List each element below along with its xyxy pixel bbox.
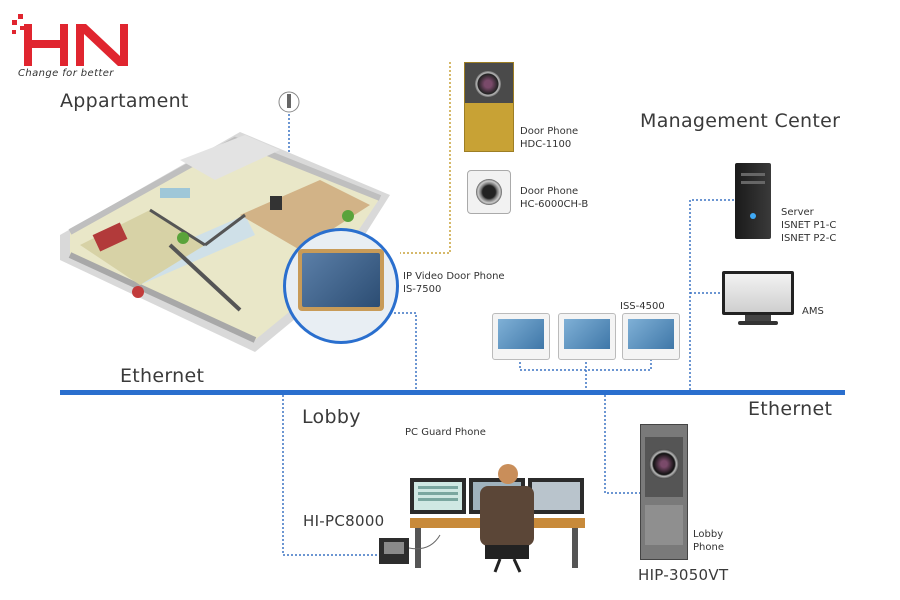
ethernet-label-right: Ethernet	[748, 398, 833, 420]
iss-panel-2	[558, 313, 616, 360]
lobby-phone-name2: Phone	[693, 542, 724, 553]
indoor-model: IS-7500	[403, 284, 442, 295]
monitor-icon	[722, 271, 794, 327]
lobby-phone-label: Lobby Phone	[693, 528, 724, 554]
iss-panel-1	[492, 313, 550, 360]
hi-pc-label: HI-PC8000	[303, 512, 385, 530]
indoor-name: IP Video Door Phone	[403, 271, 505, 282]
door-phone-hc6000	[467, 170, 511, 214]
camera-lens-icon	[649, 449, 679, 479]
server-model-1: ISNET P1-C	[781, 220, 837, 231]
logo: Change for better	[8, 6, 148, 84]
indoor-label: IP Video Door Phone IS-7500	[403, 270, 505, 296]
lobby-phone-link	[604, 395, 640, 494]
pc-guard-link	[282, 395, 378, 556]
management-link	[689, 199, 735, 390]
apartment-title: Appartament	[60, 90, 189, 112]
door-phone-1-label: Door Phone HDC-1100	[520, 125, 578, 151]
indoor-panel-zoom	[283, 228, 399, 344]
ethernet-bus	[60, 390, 845, 395]
iss-panel-3	[622, 313, 680, 360]
ams-label: AMS	[802, 306, 824, 317]
server-name: Server	[781, 207, 814, 218]
logo-tagline: Change for better	[18, 68, 114, 79]
server-tower-icon	[735, 163, 771, 239]
ethernet-label-left: Ethernet	[120, 365, 205, 387]
antenna-icon	[278, 91, 300, 113]
lobby-title: Lobby	[302, 406, 361, 428]
camera-lens-icon	[475, 71, 501, 97]
hn-logo-mark	[12, 14, 128, 66]
door-phone-2-model: HC-6000CH-B	[520, 199, 589, 210]
camera-lens-icon	[476, 179, 502, 205]
door-phone-link	[400, 62, 451, 254]
lobby-phone-name: Lobby	[693, 529, 724, 540]
management-title: Management Center	[640, 110, 841, 132]
lobby-phone-unit	[640, 424, 688, 560]
iss-label: ISS-4500	[620, 301, 665, 312]
door-phone-1-name: Door Phone	[520, 126, 579, 137]
door-phone-hdc1100	[464, 62, 514, 152]
pc-guard-label: PC Guard Phone	[405, 427, 486, 438]
lobby-phone-model: HIP-3050VT	[638, 566, 729, 584]
door-phone-1-model: HDC-1100	[520, 139, 572, 150]
door-phone-2-label: Door Phone HC-6000CH-B	[520, 185, 588, 211]
door-phone-2-name: Door Phone	[520, 186, 579, 197]
indoor-panel-screen	[298, 249, 384, 311]
server-label: Server ISNET P1-C ISNET P2-C	[781, 206, 836, 245]
server-model-2: ISNET P2-C	[781, 233, 837, 244]
